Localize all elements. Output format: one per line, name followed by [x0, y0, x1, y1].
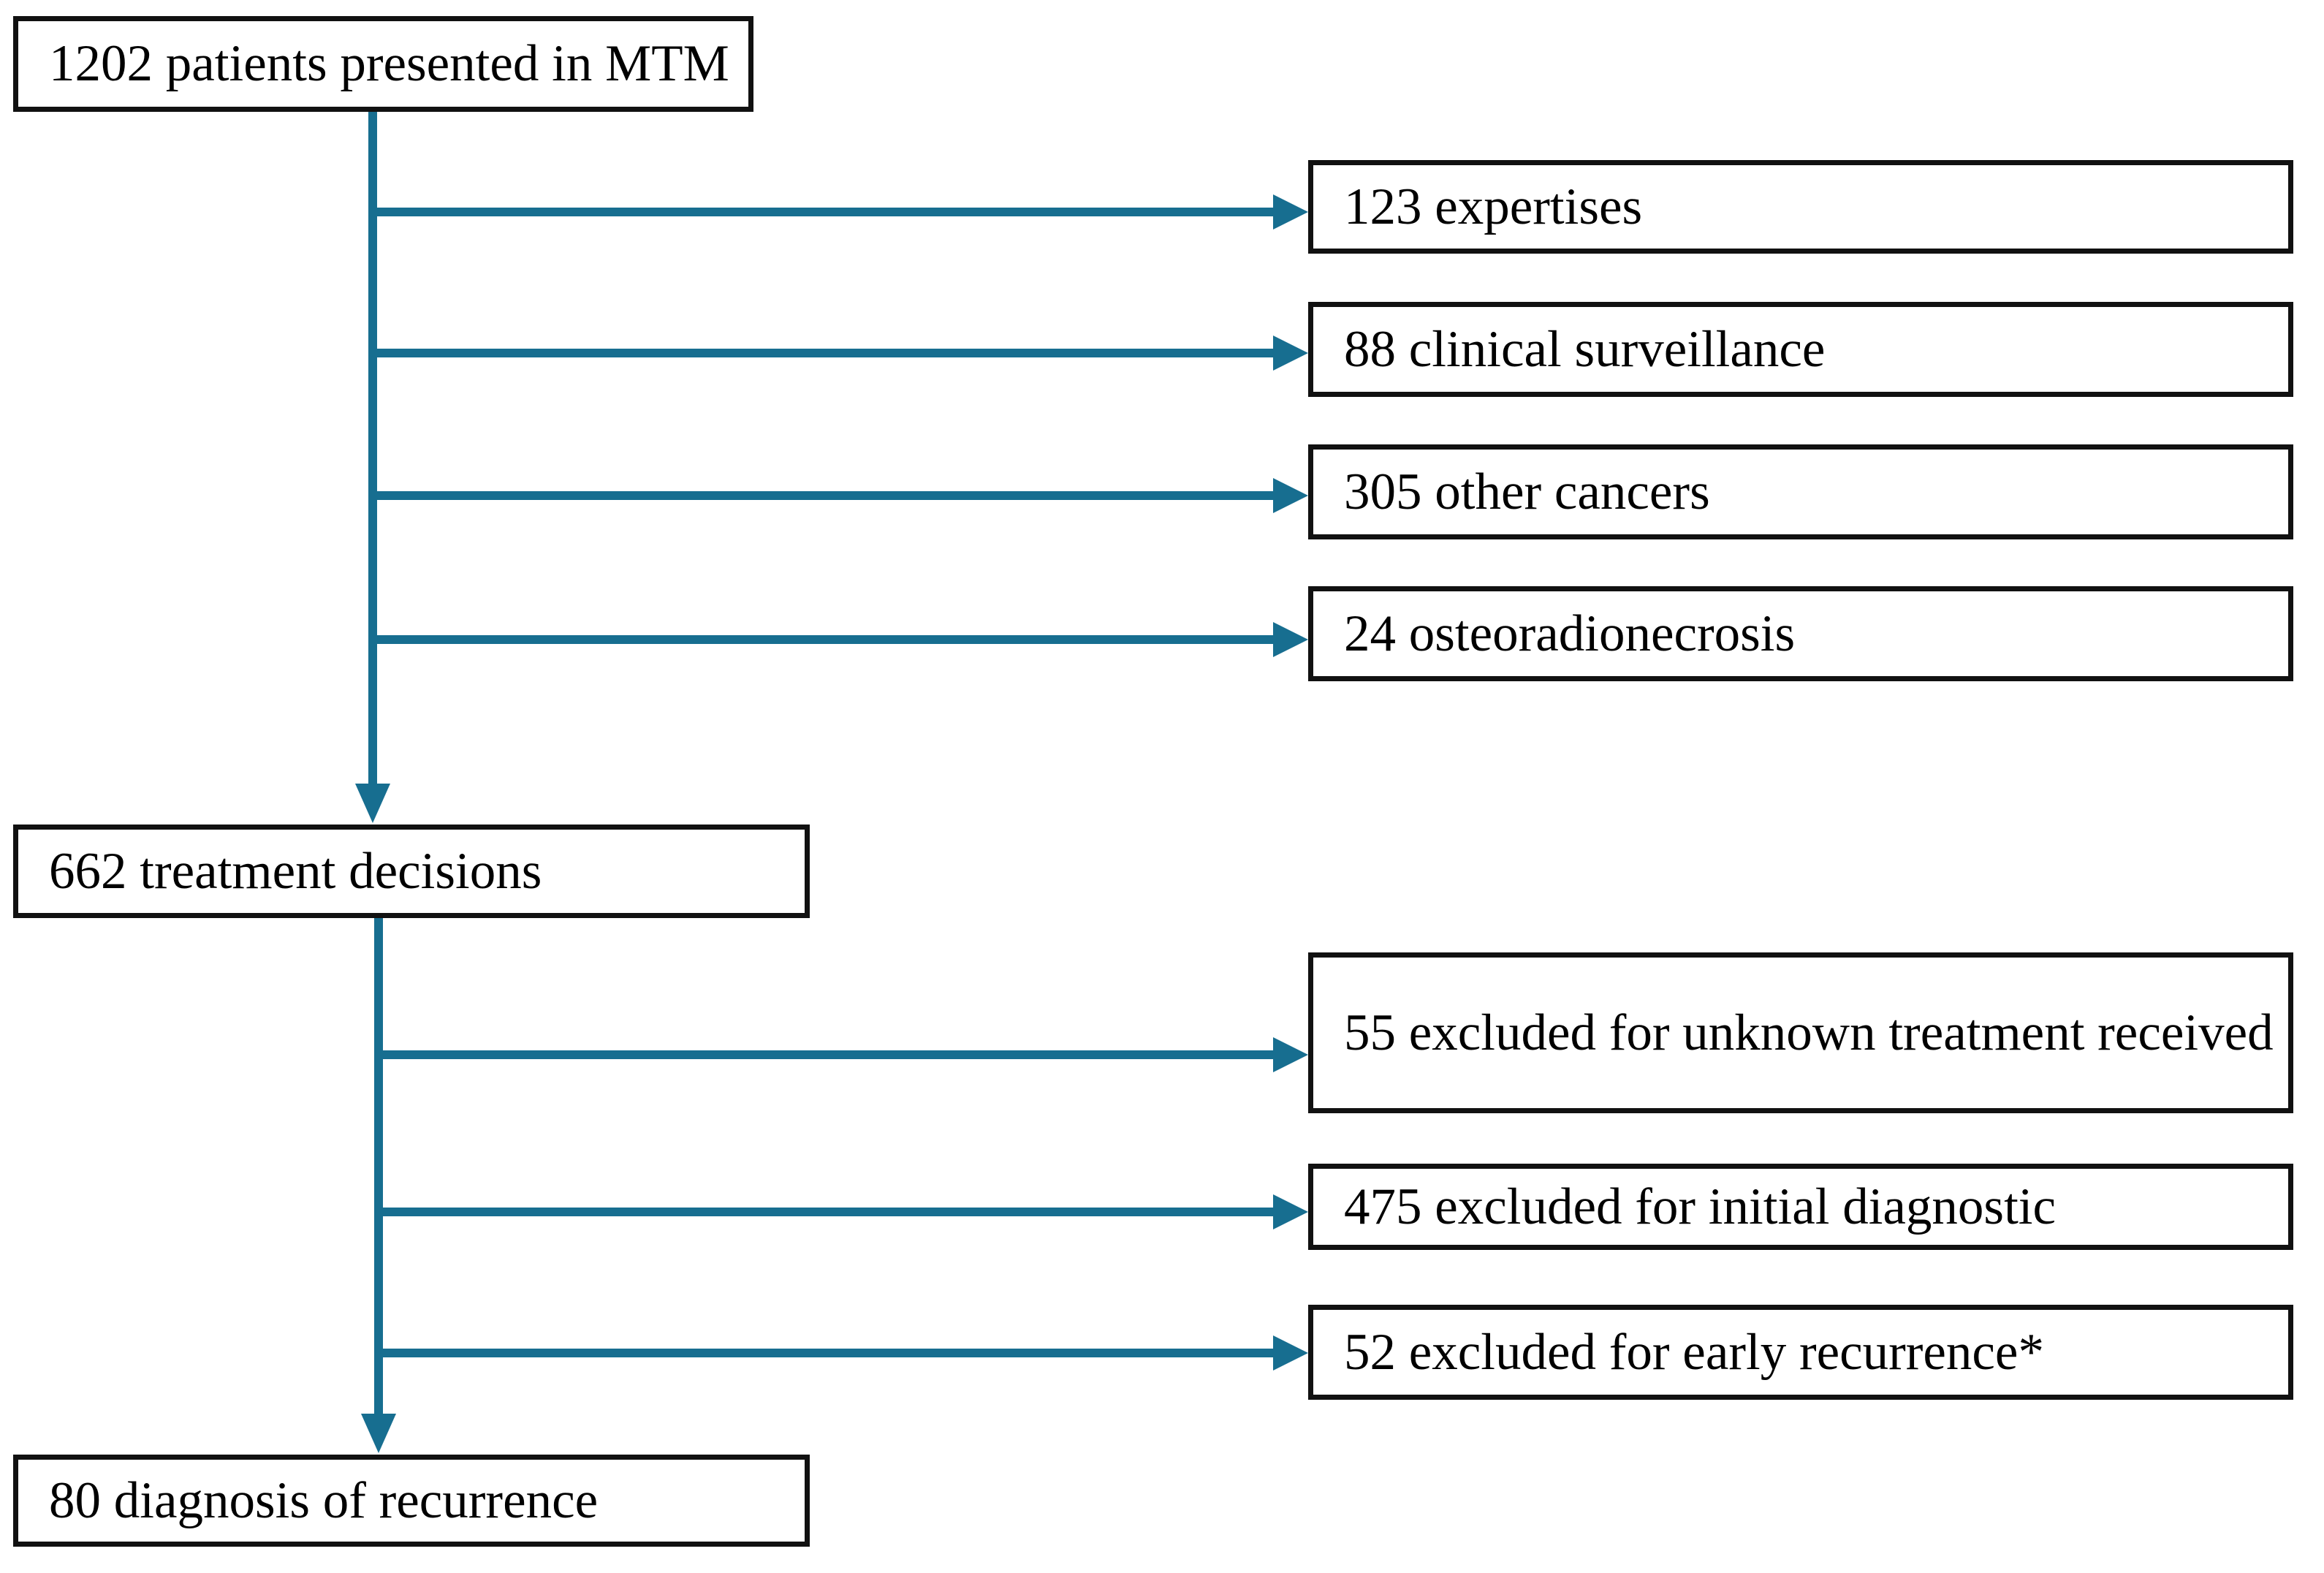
node-exclusion-osteoradionecrosis: 24 osteoradionecrosis	[1308, 586, 2293, 681]
arrowhead-group	[355, 194, 1308, 1453]
node-diagnosis-of-recurrence: 80 diagnosis of recurrence	[13, 1455, 810, 1547]
node-exclusion-other-cancers: 305 other cancers	[1308, 444, 2293, 539]
node-exclusion-early-recurrence: 52 excluded for early recurrence*	[1308, 1305, 2293, 1400]
arrowhead-right-initial-diagnostic	[1273, 1194, 1308, 1229]
node-exclusion-clinical-surveillance: 88 clinical surveillance	[1308, 302, 2293, 397]
arrowhead-right-unknown-treatment	[1273, 1037, 1308, 1072]
arrowhead-right-expertises	[1273, 194, 1308, 230]
node-exclusion-unknown-treatment: 55 excluded for unknown treatment receiv…	[1308, 952, 2293, 1113]
node-treatment-decisions: 662 treatment decisions	[13, 825, 810, 918]
node-exclusion-expertises: 123 expertises	[1308, 160, 2293, 254]
node-exclusion-initial-diagnostic: 475 excluded for initial diagnostic	[1308, 1164, 2293, 1250]
arrowhead-down-treatment	[355, 784, 390, 823]
node-patients-presented: 1202 patients presented in MTM	[13, 16, 753, 112]
arrowhead-right-surveillance	[1273, 336, 1308, 371]
arrowhead-right-other-cancers	[1273, 478, 1308, 513]
arrowhead-right-early-recurrence	[1273, 1335, 1308, 1371]
connector-line-group	[368, 111, 1275, 1417]
arrowhead-down-recurrence	[361, 1414, 396, 1453]
arrowhead-right-osteoradionecrosis	[1273, 622, 1308, 657]
